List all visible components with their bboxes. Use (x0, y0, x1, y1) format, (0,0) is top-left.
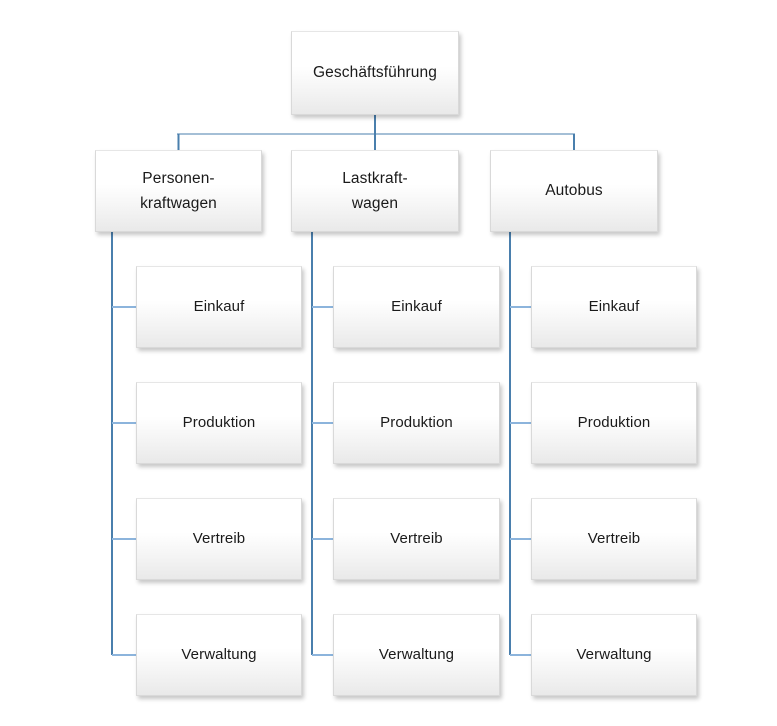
node-pkw-produktion[interactable]: Produktion (136, 382, 302, 464)
node-lkw-verwaltung[interactable]: Verwaltung (333, 614, 500, 696)
node-lastkraftwagen[interactable]: Lastkraft- wagen (291, 150, 459, 232)
node-bus-produktion[interactable]: Produktion (531, 382, 697, 464)
node-bus-einkauf[interactable]: Einkauf (531, 266, 697, 348)
node-geschaeftsfuehrung[interactable]: Geschäftsführung (291, 31, 459, 115)
node-personenkraftwagen[interactable]: Personen- kraftwagen (95, 150, 262, 232)
node-lkw-produktion[interactable]: Produktion (333, 382, 500, 464)
node-bus-vertreib[interactable]: Vertreib (531, 498, 697, 580)
node-lkw-vertreib[interactable]: Vertreib (333, 498, 500, 580)
node-bus-verwaltung[interactable]: Verwaltung (531, 614, 697, 696)
node-pkw-vertreib[interactable]: Vertreib (136, 498, 302, 580)
node-pkw-einkauf[interactable]: Einkauf (136, 266, 302, 348)
node-pkw-verwaltung[interactable]: Verwaltung (136, 614, 302, 696)
node-lkw-einkauf[interactable]: Einkauf (333, 266, 500, 348)
node-autobus[interactable]: Autobus (490, 150, 658, 232)
